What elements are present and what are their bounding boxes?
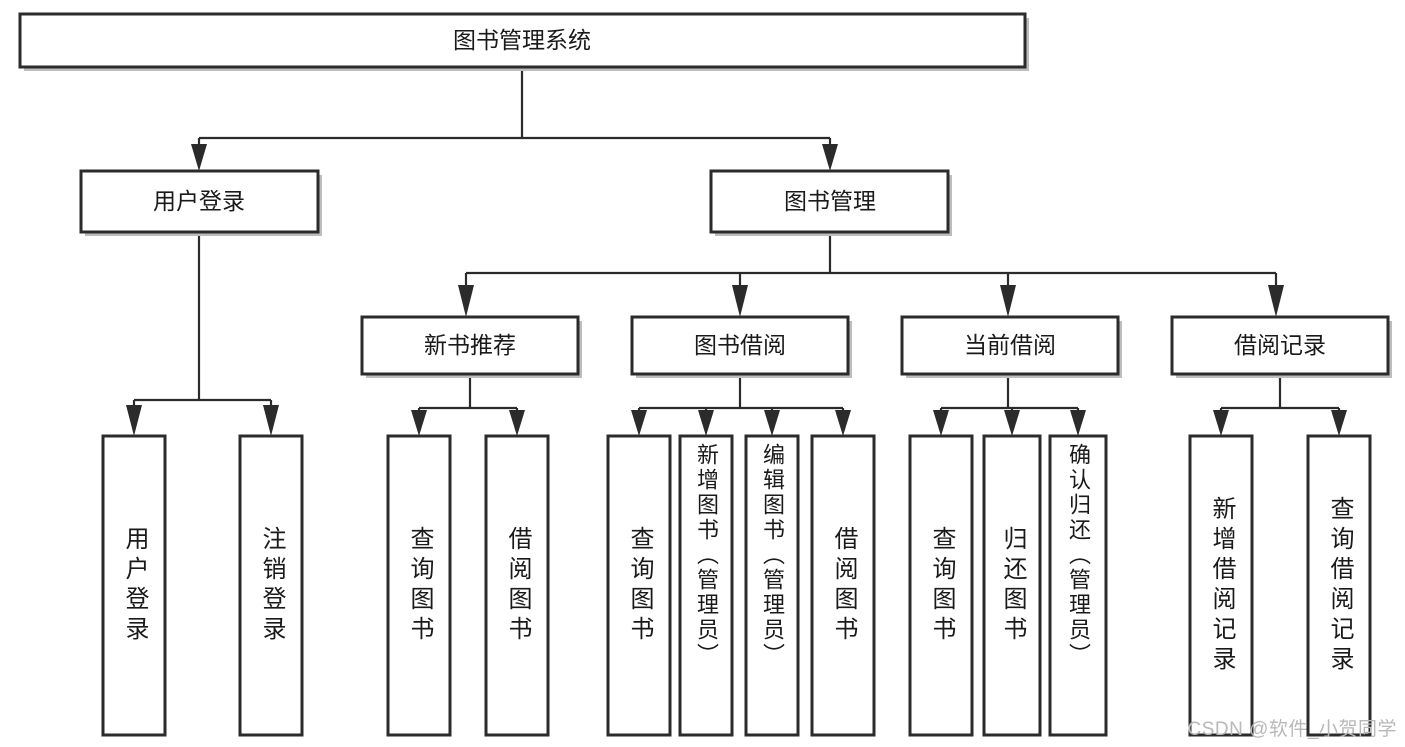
node-leaf-user-login[interactable]: 用户登录 xyxy=(101,434,167,737)
arrow-to-user-login xyxy=(191,144,207,171)
node-book-manage-box xyxy=(709,169,950,234)
csdn-watermark: CSDN @软件_小贺同学 xyxy=(1187,719,1397,740)
node-new-book-recommend[interactable]: 新书推荐 xyxy=(360,315,582,378)
node-leaf-return-book[interactable]: 归还图书 xyxy=(982,434,1042,737)
node-leaf-borrow-book-1-label: 借阅图书 xyxy=(504,525,531,646)
node-current-borrow-label: 当前借阅 xyxy=(964,332,1056,358)
node-leaf-query-book-2-box xyxy=(606,434,672,737)
arrow-to-book-borrow xyxy=(732,285,748,317)
arrow-to-current-borrow xyxy=(1000,285,1016,317)
node-new-book-recommend-box xyxy=(360,315,580,376)
node-book-borrow[interactable]: 图书借阅 xyxy=(630,315,852,378)
arrow-to-leaf-edit-book-admin xyxy=(764,410,780,436)
node-leaf-borrow-book-2-box xyxy=(810,434,876,737)
node-leaf-user-logout-box xyxy=(238,434,304,737)
arrow-to-leaf-borrow-book-2 xyxy=(835,410,851,436)
arrow-to-leaf-confirm-return-admin xyxy=(1070,410,1086,436)
node-root-label: 图书管理系统 xyxy=(453,27,591,53)
edge-group-book-borrow xyxy=(631,374,851,436)
node-borrow-record[interactable]: 借阅记录 xyxy=(1170,315,1392,378)
node-leaf-add-book-admin-label: 新增图书（管理员） xyxy=(694,443,719,668)
node-current-borrow[interactable]: 当前借阅 xyxy=(900,315,1122,378)
arrow-to-leaf-user-logout xyxy=(263,405,279,436)
node-leaf-user-login-label: 用户登录 xyxy=(121,525,148,646)
node-leaf-borrow-book-2[interactable]: 借阅图书 xyxy=(810,434,876,737)
edge-group-book-manage xyxy=(458,232,1284,317)
node-leaf-user-logout[interactable]: 注销登录 xyxy=(238,434,304,737)
node-leaf-borrow-book-1[interactable]: 借阅图书 xyxy=(484,434,550,737)
node-leaf-confirm-return-admin-box xyxy=(1048,434,1108,737)
arrow-to-leaf-query-borrow-record xyxy=(1331,410,1347,436)
node-book-manage-label: 图书管理 xyxy=(784,188,876,214)
node-leaf-query-book-3-box xyxy=(908,434,974,737)
edge-group-new-book-recommend xyxy=(411,374,525,436)
node-leaf-query-book-1[interactable]: 查询图书 xyxy=(386,434,452,737)
node-leaf-return-book-box xyxy=(982,434,1042,737)
arrow-to-leaf-query-book-1 xyxy=(411,410,427,436)
node-user-login-box xyxy=(79,169,320,234)
node-leaf-confirm-return-admin[interactable]: 确认归还（管理员） xyxy=(1048,434,1108,737)
arrow-to-leaf-borrow-book-1 xyxy=(509,410,525,436)
node-root-box xyxy=(18,12,1027,69)
edge-group-root xyxy=(191,67,838,171)
arrow-to-leaf-add-borrow-record xyxy=(1213,410,1229,436)
node-leaf-query-book-3-label: 查询图书 xyxy=(928,525,955,646)
node-user-login[interactable]: 用户登录 xyxy=(79,169,322,236)
node-borrow-record-box xyxy=(1170,315,1390,376)
node-leaf-borrow-book-1-box xyxy=(484,434,550,737)
node-leaf-add-borrow-record[interactable]: 新增借阅记录 xyxy=(1188,434,1254,737)
node-leaf-edit-book-admin[interactable]: 编辑图书（管理员） xyxy=(744,434,800,737)
node-root[interactable]: 图书管理系统 xyxy=(18,12,1029,71)
node-leaf-user-login-box xyxy=(101,434,167,737)
arrow-to-leaf-query-book-3 xyxy=(933,410,949,436)
node-leaf-add-borrow-record-box xyxy=(1188,434,1254,737)
node-book-manage[interactable]: 图书管理 xyxy=(709,169,952,236)
node-leaf-query-book-1-box xyxy=(386,434,452,737)
arrow-to-leaf-user-login xyxy=(126,405,142,436)
node-leaf-add-borrow-record-label: 新增借阅记录 xyxy=(1208,495,1235,676)
node-leaf-add-book-admin[interactable]: 新增图书（管理员） xyxy=(678,434,734,737)
node-leaf-query-borrow-record-label: 查询借阅记录 xyxy=(1326,495,1353,676)
node-leaf-query-book-2-label: 查询图书 xyxy=(626,525,653,646)
arrow-to-leaf-return-book xyxy=(1004,410,1020,436)
edge-group-user-login xyxy=(126,232,279,436)
arrow-to-book-manage xyxy=(822,144,838,171)
node-leaf-query-book-1-label: 查询图书 xyxy=(406,525,433,646)
node-leaf-add-book-admin-box xyxy=(678,434,734,737)
node-leaf-query-book-3[interactable]: 查询图书 xyxy=(908,434,974,737)
node-leaf-user-logout-label: 注销登录 xyxy=(258,525,285,646)
node-leaf-query-borrow-record[interactable]: 查询借阅记录 xyxy=(1306,434,1372,737)
edge-group-current-borrow xyxy=(933,374,1086,436)
node-leaf-confirm-return-admin-label: 确认归还（管理员） xyxy=(1066,443,1091,668)
node-leaf-return-book-label: 归还图书 xyxy=(999,525,1026,646)
node-leaf-borrow-book-2-label: 借阅图书 xyxy=(830,525,857,646)
arrow-to-borrow-record xyxy=(1268,285,1284,317)
node-leaf-query-borrow-record-box xyxy=(1306,434,1372,737)
node-book-borrow-box xyxy=(630,315,850,376)
node-book-borrow-label: 图书借阅 xyxy=(694,332,786,358)
node-leaf-edit-book-admin-box xyxy=(744,434,800,737)
node-user-login-label: 用户登录 xyxy=(153,188,245,214)
arrow-to-leaf-query-book-2 xyxy=(631,410,647,436)
edge-group-borrow-record xyxy=(1213,374,1347,436)
node-new-book-recommend-label: 新书推荐 xyxy=(424,332,516,358)
node-borrow-record-label: 借阅记录 xyxy=(1234,332,1326,358)
arrow-to-new-book-recommend xyxy=(458,285,474,317)
arrow-to-leaf-add-book-admin xyxy=(698,410,714,436)
node-current-borrow-box xyxy=(900,315,1120,376)
node-leaf-edit-book-admin-label: 编辑图书（管理员） xyxy=(760,443,785,668)
node-leaf-query-book-2[interactable]: 查询图书 xyxy=(606,434,672,737)
